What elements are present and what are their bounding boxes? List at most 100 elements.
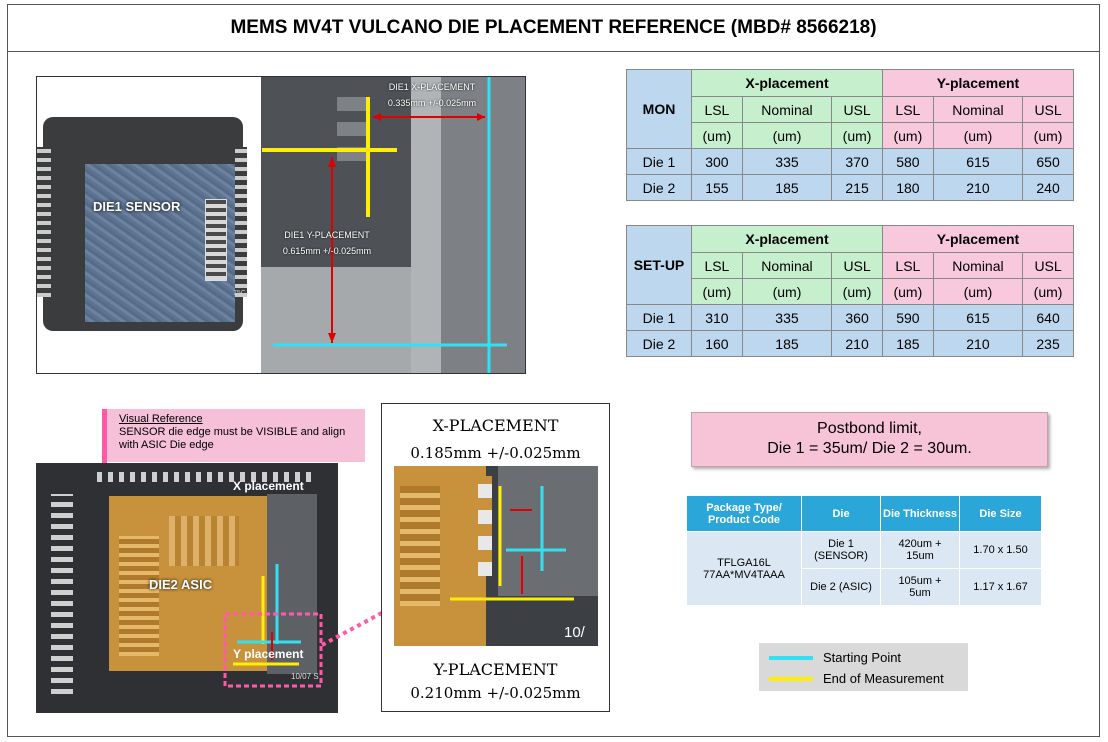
unit-label: (um) bbox=[831, 122, 883, 149]
col-header: LSL bbox=[881, 252, 934, 279]
mon-x-header: X-placement bbox=[691, 69, 883, 97]
zoom-x-value: 0.185mm +/-0.025mm bbox=[410, 444, 581, 462]
table-row: Die 2 155 185 215 180 210 240 bbox=[626, 174, 1074, 201]
col-header: Nominal bbox=[741, 252, 833, 279]
table-cell: 155 bbox=[691, 174, 743, 201]
col-header: Die Thickness bbox=[880, 495, 960, 532]
die2-placement-photo: X placement Y placement DIE2 ASIC 10/07 … bbox=[36, 463, 338, 713]
col-header: Nominal bbox=[932, 252, 1024, 279]
thickness-tolerance: 15um bbox=[906, 550, 934, 562]
unit-label: (um) bbox=[691, 278, 743, 305]
postbond-line-1: Postbond limit, bbox=[817, 420, 922, 437]
package-type: TFLGA16L bbox=[717, 556, 771, 569]
row-label: Die 1 bbox=[626, 148, 692, 175]
zoom-y-title: Y-PLACEMENT bbox=[433, 660, 558, 679]
col-header: USL bbox=[831, 252, 883, 279]
table-row: Die 2 160 185 210 185 210 235 bbox=[626, 330, 1074, 357]
unit-label: (um) bbox=[1022, 122, 1074, 149]
y-placement-value: 0.615mm +/-0.025mm bbox=[282, 246, 372, 256]
table-cell: 360 bbox=[831, 304, 883, 331]
die2-measurement-lines bbox=[223, 564, 323, 688]
unit-label: (um) bbox=[932, 122, 1024, 149]
row-label: Die 1 bbox=[626, 304, 692, 331]
table-row: Die 2 (ASIC) 105um + 5um 1.17 x 1.67 bbox=[687, 568, 1042, 606]
col-header: Package Type/ Product Code bbox=[686, 495, 802, 532]
setup-y-header: Y-placement bbox=[881, 225, 1075, 253]
table-row: Die 1 300 335 370 580 615 650 bbox=[626, 148, 1074, 175]
table-cell: 335 bbox=[741, 304, 833, 331]
col-header: Die Size bbox=[959, 495, 1042, 532]
visual-reference-text: SENSOR die edge must be VISIBLE and alig… bbox=[119, 426, 346, 451]
die1-measurement-lines bbox=[262, 77, 507, 373]
table-cell: 420um + 15um bbox=[880, 531, 960, 569]
corner-mark: 75C bbox=[233, 290, 246, 297]
col-header: USL bbox=[1022, 96, 1074, 123]
unit-label: (um) bbox=[741, 122, 833, 149]
table-cell: 160 bbox=[691, 330, 743, 357]
table-cell: 240 bbox=[1022, 174, 1074, 201]
table-cell: 235 bbox=[1022, 330, 1074, 357]
col-header: LSL bbox=[691, 96, 743, 123]
row-label: Die 2 bbox=[626, 174, 692, 201]
table-cell: 1.17 x 1.67 bbox=[959, 568, 1042, 606]
table-cell: Die 2 (ASIC) bbox=[801, 568, 881, 606]
table-cell: 185 bbox=[881, 330, 934, 357]
table-cell: 210 bbox=[932, 174, 1024, 201]
table-cell: 300 bbox=[691, 148, 743, 175]
row-label: Die 2 bbox=[626, 330, 692, 357]
legend-item: Starting Point bbox=[769, 650, 901, 665]
product-code: 77AA*MV4TAAA bbox=[703, 568, 785, 581]
zoom-x-title: X-PLACEMENT bbox=[432, 416, 559, 435]
die1-sensor-label: DIE1 SENSOR bbox=[93, 199, 181, 214]
table-cell: 615 bbox=[932, 304, 1024, 331]
table-cell: 215 bbox=[831, 174, 883, 201]
table-cell: 310 bbox=[691, 304, 743, 331]
col-header: USL bbox=[1022, 252, 1074, 279]
table-cell: 580 bbox=[881, 148, 934, 175]
visual-reference-note: Visual Reference SENSOR die edge must be… bbox=[102, 409, 365, 462]
unit-label: (um) bbox=[1022, 278, 1074, 305]
x-placement-value: 0.335mm +/-0.025mm bbox=[387, 98, 477, 108]
setup-group-label: SET-UP bbox=[626, 225, 692, 305]
unit-label: (um) bbox=[881, 122, 934, 149]
table-cell: 335 bbox=[741, 148, 833, 175]
cyan-line-swatch bbox=[769, 655, 813, 660]
mon-group-label: MON bbox=[626, 69, 692, 149]
thickness-tolerance: 5um bbox=[909, 587, 931, 599]
x-placement-label: DIE1 X-PLACEMENT 0.335mm +/-0.025mm bbox=[372, 81, 492, 109]
unit-label: (um) bbox=[741, 278, 833, 305]
col-header: Nominal bbox=[932, 96, 1024, 123]
die1-closeup bbox=[261, 77, 525, 373]
die2-asic-label: DIE2 ASIC bbox=[149, 577, 213, 592]
table-cell: 105um + 5um bbox=[880, 568, 960, 606]
thickness-value: 420um + bbox=[898, 538, 942, 550]
table-cell: 210 bbox=[932, 330, 1024, 357]
zoom-y-value: 0.210mm +/-0.025mm bbox=[410, 684, 581, 702]
y-placement-title: DIE1 Y-PLACEMENT bbox=[284, 230, 370, 240]
table-cell: 650 bbox=[1022, 148, 1074, 175]
table-cell: 615 bbox=[932, 148, 1024, 175]
table-cell: 185 bbox=[741, 330, 833, 357]
table-cell: Die 1 (SENSOR) bbox=[801, 531, 881, 569]
table-cell: 590 bbox=[881, 304, 934, 331]
die2-asic bbox=[109, 496, 269, 671]
die2-zoom-photo: X-PLACEMENT 0.185mm +/-0.025mm 10/ Y-PLA… bbox=[381, 403, 610, 712]
table-cell: 370 bbox=[831, 148, 883, 175]
unit-label: (um) bbox=[831, 278, 883, 305]
table-row: TFLGA16L 77AA*MV4TAAA Die 1 (SENSOR) 420… bbox=[686, 531, 1042, 606]
visual-reference-heading: Visual Reference bbox=[119, 413, 203, 425]
setup-x-header: X-placement bbox=[691, 225, 883, 253]
col-header: USL bbox=[831, 96, 883, 123]
y-placement-label: DIE1 Y-PLACEMENT 0.615mm +/-0.025mm bbox=[267, 229, 387, 257]
unit-label: (um) bbox=[691, 122, 743, 149]
line-legend: Starting Point End of Measurement bbox=[759, 643, 968, 691]
col-header: Nominal bbox=[741, 96, 833, 123]
table-cell: 1.70 x 1.50 bbox=[959, 531, 1042, 569]
page-frame bbox=[7, 4, 1100, 737]
thickness-value: 105um + bbox=[898, 575, 942, 587]
corner-mark: 10/07 S bbox=[291, 672, 319, 681]
die1-sensor bbox=[85, 164, 235, 322]
x-placement-tag: X placement bbox=[233, 479, 304, 493]
col-header: Die bbox=[801, 495, 881, 532]
zoom-image: 10/ bbox=[394, 466, 598, 646]
